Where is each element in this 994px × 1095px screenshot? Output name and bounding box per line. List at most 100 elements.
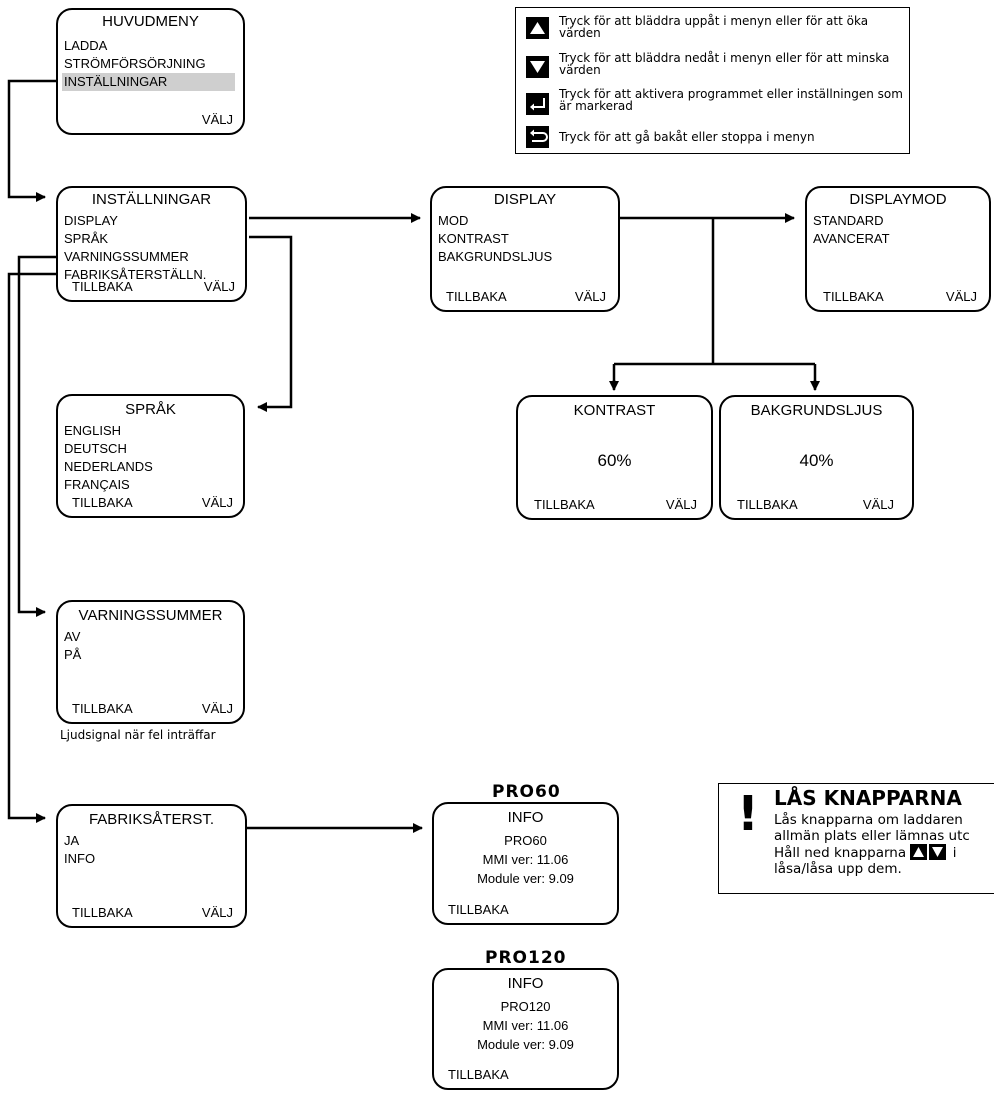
connector-display-branch — [612, 218, 817, 387]
back-softkey[interactable]: TILLBAKA — [534, 497, 595, 512]
screen-title: INFO — [507, 809, 544, 826]
screen-title: VARNINGSSUMMER — [78, 607, 223, 624]
menu-item-av[interactable]: AV — [64, 629, 81, 644]
screen-title: INSTÄLLNINGAR — [91, 191, 212, 208]
info-mmi-version: MMI ver: 11.06 — [482, 852, 569, 867]
menu-item-deutsch[interactable]: DEUTSCH — [64, 441, 127, 456]
contrast-screen: KONTRAST 60% TILLBAKA VÄLJ — [516, 395, 713, 520]
menu-item-francais[interactable]: FRANÇAIS — [64, 477, 130, 492]
menu-item-varningssummer[interactable]: VARNINGSSUMMER — [64, 249, 189, 264]
menu-item-info[interactable]: INFO — [64, 851, 96, 866]
contrast-value: 60% — [597, 451, 632, 470]
menu-item-ja[interactable]: JA — [64, 833, 80, 848]
select-softkey[interactable]: VÄLJ — [201, 112, 233, 127]
select-softkey[interactable]: VÄLJ — [945, 289, 977, 304]
exclamation-icon: ! — [737, 786, 759, 842]
language-screen: SPRÅK ENGLISH DEUTSCH NEDERLANDS FRANÇAI… — [56, 394, 245, 518]
info-module-version: Module ver: 9.09 — [477, 1037, 574, 1052]
menu-item-avancerat[interactable]: AVANCERAT — [813, 231, 890, 246]
product-label-pro60: PRO60 — [492, 782, 561, 802]
screen-title: INFO — [507, 975, 544, 992]
info-pro120-screen: INFO PRO120 MMI ver: 11.06 Module ver: 9… — [432, 968, 619, 1090]
down-arrow-icon — [526, 56, 549, 78]
settings-menu-screen: INSTÄLLNINGAR DISPLAY SPRÅK VARNINGSSUMM… — [56, 186, 247, 302]
back-softkey[interactable]: TILLBAKA — [448, 1067, 509, 1082]
down-arrow-icon — [929, 844, 947, 860]
back-softkey[interactable]: TILLBAKA — [72, 905, 133, 920]
main-menu-screen: HUVUDMENY LADDA STRÖMFÖRSÖRJNING INSTÄLL… — [56, 8, 245, 135]
button-legend: Tryck för att bläddra uppåt i menyn elle… — [515, 7, 910, 154]
lock-line-3-end: i — [948, 845, 957, 861]
select-softkey[interactable]: VÄLJ — [201, 495, 233, 510]
menu-item-pa[interactable]: PÅ — [64, 647, 82, 662]
legend-text-up: Tryck för att bläddra uppåt i menyn elle… — [559, 14, 869, 40]
connector-main-to-settings — [7, 79, 56, 202]
menu-item-installningar-selected[interactable]: INSTÄLLNINGAR — [62, 73, 235, 91]
back-softkey[interactable]: TILLBAKA — [72, 701, 133, 716]
display-mode-screen: DISPLAYMOD STANDARD AVANCERAT TILLBAKA V… — [805, 186, 991, 312]
legend-row-enter: Tryck för att aktivera programmet eller … — [526, 87, 903, 115]
lock-buttons-box: ! LÅS KNAPPARNA Lås knapparna om laddare… — [718, 783, 994, 894]
lock-title: LÅS KNAPPARNA — [774, 786, 962, 810]
menu-item-standard[interactable]: STANDARD — [813, 213, 884, 228]
back-softkey[interactable]: TILLBAKA — [446, 289, 507, 304]
screen-title: BAKGRUNDSLJUS — [750, 402, 883, 419]
menu-item-bakgrundsljus[interactable]: BAKGRUNDSLJUS — [438, 249, 553, 264]
back-softkey[interactable]: TILLBAKA — [72, 279, 133, 294]
select-softkey[interactable]: VÄLJ — [201, 905, 233, 920]
select-softkey[interactable]: VÄLJ — [203, 279, 235, 294]
back-softkey[interactable]: TILLBAKA — [448, 902, 509, 917]
back-softkey[interactable]: TILLBAKA — [737, 497, 798, 512]
return-icon — [526, 126, 549, 148]
menu-item-nederlands[interactable]: NEDERLANDS — [64, 459, 153, 474]
lock-line-2: allmän plats eller lämnas utc — [774, 828, 970, 844]
product-label-pro120: PRO120 — [485, 948, 567, 968]
select-softkey[interactable]: VÄLJ — [574, 289, 606, 304]
screen-title: SPRÅK — [125, 401, 176, 418]
info-model: PRO120 — [500, 999, 551, 1014]
backlight-value: 40% — [799, 451, 834, 470]
back-softkey[interactable]: TILLBAKA — [72, 495, 133, 510]
select-softkey[interactable]: VÄLJ — [665, 497, 697, 512]
screen-title: HUVUDMENY — [102, 13, 199, 30]
up-arrow-icon — [526, 17, 549, 39]
menu-item-fabriksaterstalln[interactable]: FABRIKSÅTERSTÄLLN. — [64, 267, 207, 282]
menu-item-kontrast[interactable]: KONTRAST — [438, 231, 509, 246]
info-module-version: Module ver: 9.09 — [477, 871, 574, 886]
lock-line-3: Håll ned knapparna i — [774, 844, 970, 861]
up-arrow-icon — [910, 844, 928, 860]
menu-item-mod[interactable]: MOD — [438, 213, 469, 228]
factory-reset-screen: FABRIKSÅTERST. JA INFO TILLBAKA VÄLJ — [56, 804, 247, 928]
info-pro60-screen: INFO PRO60 MMI ver: 11.06 Module ver: 9.… — [432, 802, 619, 925]
screen-title: KONTRAST — [573, 402, 656, 419]
menu-item-display[interactable]: DISPLAY — [64, 213, 118, 228]
backlight-screen: BAKGRUNDSLJUS 40% TILLBAKA VÄLJ — [719, 395, 914, 520]
menu-item-sprak[interactable]: SPRÅK — [64, 231, 109, 246]
info-model: PRO60 — [504, 833, 547, 848]
menu-item-english[interactable]: ENGLISH — [64, 423, 122, 438]
connector-settings-to-language — [249, 235, 293, 412]
connector-settings-to-buzzer — [17, 255, 56, 617]
connector-settings-to-factory — [7, 272, 56, 823]
buzzer-note: Ljudsignal när fel inträffar — [60, 728, 216, 742]
screen-title: FABRIKSÅTERST. — [88, 811, 215, 828]
menu-item-ladda[interactable]: LADDA — [64, 38, 108, 53]
enter-icon — [526, 93, 549, 115]
select-softkey[interactable]: VÄLJ — [862, 497, 894, 512]
select-softkey[interactable]: VÄLJ — [201, 701, 233, 716]
legend-row-up: Tryck för att bläddra uppåt i menyn elle… — [526, 15, 903, 41]
legend-text-down: Tryck för att bläddra nedåt i menyn elle… — [559, 51, 890, 77]
screen-title: DISPLAY — [493, 191, 557, 208]
buzzer-screen: VARNINGSSUMMER AV PÅ TILLBAKA VÄLJ — [56, 600, 245, 724]
legend-text-enter: Tryck för att aktivera programmet eller … — [559, 87, 903, 113]
lock-body: Lås knapparna om laddaren allmän plats e… — [774, 812, 970, 877]
legend-row-return: Tryck för att gå bakåt eller stoppa i me… — [526, 126, 903, 150]
menu-item-stromforsorjning[interactable]: STRÖMFÖRSÖRJNING — [64, 56, 206, 71]
lock-line-4: låsa/låsa upp dem. — [774, 861, 902, 877]
back-softkey[interactable]: TILLBAKA — [823, 289, 884, 304]
display-menu-screen: DISPLAY MOD KONTRAST BAKGRUNDSLJUS TILLB… — [430, 186, 620, 312]
info-mmi-version: MMI ver: 11.06 — [482, 1018, 569, 1033]
lock-line-3-start: Håll ned knapparna — [774, 845, 907, 861]
legend-text-return: Tryck för att gå bakåt eller stoppa i me… — [559, 130, 815, 144]
